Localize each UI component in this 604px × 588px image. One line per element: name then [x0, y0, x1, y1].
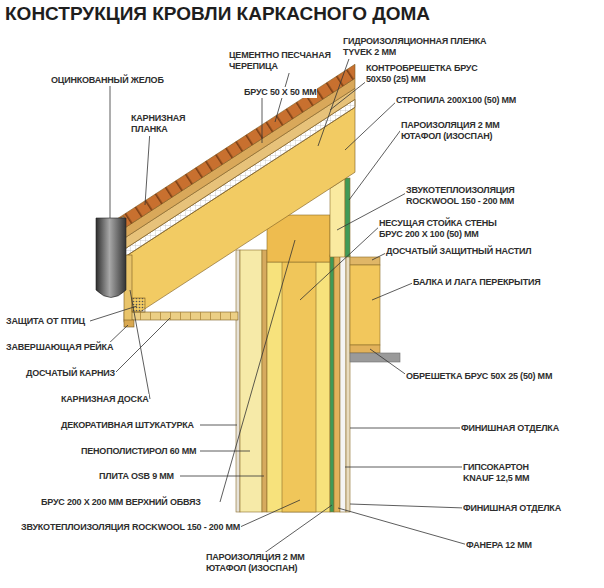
- leader-line: [345, 467, 465, 468]
- vapor-barrier: [330, 255, 334, 512]
- part-label: ЗАВЕРШАЮЩАЯ РЕЙКА: [5, 342, 114, 353]
- leader-line: [345, 100, 398, 150]
- part-label: ОЦИНКОВАННЫЙ ЖЕЛОБ: [50, 75, 165, 86]
- part-label: ЦЕМЕНТНО ПЕСЧАНАЯ ЧЕРЕПИЦА: [228, 50, 340, 73]
- leader-line: [350, 504, 465, 508]
- ceiling-gypsum: [350, 353, 400, 362]
- finishing-rail: [124, 320, 134, 327]
- lath-layer: [334, 255, 340, 512]
- part-label: КАРНИЗНАЯ ПЛАНКА: [130, 113, 197, 136]
- part-label: ЗВУКОТЕПЛОИЗОЛЯЦИЯ ROCKWOOL 150 - 200 ММ: [405, 185, 542, 208]
- part-label: КАРНИЗНАЯ ДОСКА: [60, 394, 149, 405]
- ceiling-lath: [350, 345, 380, 353]
- part-label: БРУС 50 Х 50 ММ: [243, 87, 317, 98]
- insulation-layer: [267, 262, 330, 512]
- ceiling-beam: [350, 265, 380, 345]
- osb-layer: [262, 250, 267, 512]
- leader-line: [370, 349, 408, 376]
- part-label: СТРОПИЛА 200Х100 (50) ММ: [395, 95, 517, 106]
- part-label: ФАНЕРА 12 ММ: [465, 540, 533, 551]
- part-label: ПАРОИЗОЛЯЦИЯ 2 ММ ЮТАФОЛ (ИЗОСПАН): [205, 552, 322, 575]
- batten: [118, 78, 355, 242]
- leader-line: [330, 80, 368, 110]
- attic-vapor-barrier: [345, 178, 350, 257]
- part-label: ЗАЩИТА ОТ ПТИЦ: [5, 316, 86, 327]
- leader-line: [90, 306, 137, 321]
- membrane: [120, 99, 355, 260]
- leader-line: [200, 425, 237, 426]
- leader-line: [130, 290, 150, 399]
- roof: [96, 64, 355, 327]
- part-label: ГИПСОКАРТОН KNAUF 12,5 ММ: [462, 462, 549, 485]
- part-label: ПЕНОПОЛИСТИРОЛ 60 ММ: [80, 446, 197, 457]
- leader-line: [115, 318, 170, 373]
- plaster-layer: [236, 250, 240, 512]
- roof-tiles: [112, 64, 355, 236]
- leader-line: [220, 240, 295, 502]
- leader-line: [260, 505, 332, 556]
- part-label: ПАРОИЗОЛЯЦИЯ 2 ММ ЮТАФОЛ (ИЗОСПАН): [400, 120, 517, 143]
- part-label: ФИНИШНАЯ ОТДЕЛКА: [460, 423, 560, 434]
- leader-line: [262, 95, 263, 143]
- part-label: ПЛИТА OSB 9 ММ: [98, 471, 175, 482]
- soffit: [124, 312, 238, 320]
- leader-line: [110, 82, 111, 218]
- part-label: КОНТРОБРЕШЕТКА БРУС 50Х50 (25) ММ: [365, 63, 487, 86]
- leader-line: [349, 127, 403, 200]
- part-label: ДОСЧАТЫЙ КАРНИЗ: [25, 368, 116, 379]
- leader-line: [180, 476, 264, 477]
- gypsum-layer: [340, 255, 346, 512]
- part-label: ЗВУКОТЕПЛОИЗОЛЯЦИЯ ROCKWOOL 150 - 200 ММ: [20, 522, 241, 533]
- leader-line: [350, 428, 463, 429]
- membrane-mesh: [120, 99, 355, 260]
- counter-batten: [120, 88, 355, 252]
- attic-insulation: [330, 179, 345, 257]
- diagram-title: КОНСТРУКЦИЯ КРОВЛИ КАРКАСНОГО ДОМА: [5, 3, 430, 25]
- gutter: [96, 218, 126, 298]
- part-label: НЕСУЩАЯ СТОЙКА СТЕНЫ БРУС 200 Х 100 (50)…: [378, 218, 520, 241]
- ceiling: [350, 257, 400, 362]
- part-label: ДЕКОРАТИВНАЯ ШТУКАТУРКА: [60, 420, 195, 431]
- part-label: ОБРЕШЕТКА БРУС 50Х 25 (50) ММ: [405, 371, 553, 382]
- part-label: БАЛКА И ЛАГА ПЕРЕКРЫТИЯ: [412, 277, 541, 288]
- finish-layer: [346, 255, 350, 512]
- soffit-joints: [124, 312, 238, 320]
- part-label: ДОСЧАТЫЙ ЗАЩИТНЫЙ НАСТИЛ: [385, 246, 532, 257]
- leader-line: [338, 508, 468, 545]
- part-label: БРУС 200 Х 200 ММ ВЕРХНИЙ ОБВЯЗ: [40, 497, 202, 508]
- leader-line: [372, 282, 415, 300]
- leader-line: [240, 500, 300, 527]
- leader-line: [200, 451, 250, 452]
- leader-line: [300, 225, 381, 300]
- tile-joints: [112, 64, 355, 236]
- leader-line: [145, 130, 150, 205]
- wall-stud: [282, 262, 316, 512]
- part-label: ГИДРОИЗОЛЯЦИОННАЯ ПЛЕНКА TYVEK 2 ММ: [342, 36, 509, 59]
- part-label: ФИНИШНАЯ ОТДЕЛКА: [462, 503, 562, 514]
- polystyrene-layer: [240, 250, 262, 512]
